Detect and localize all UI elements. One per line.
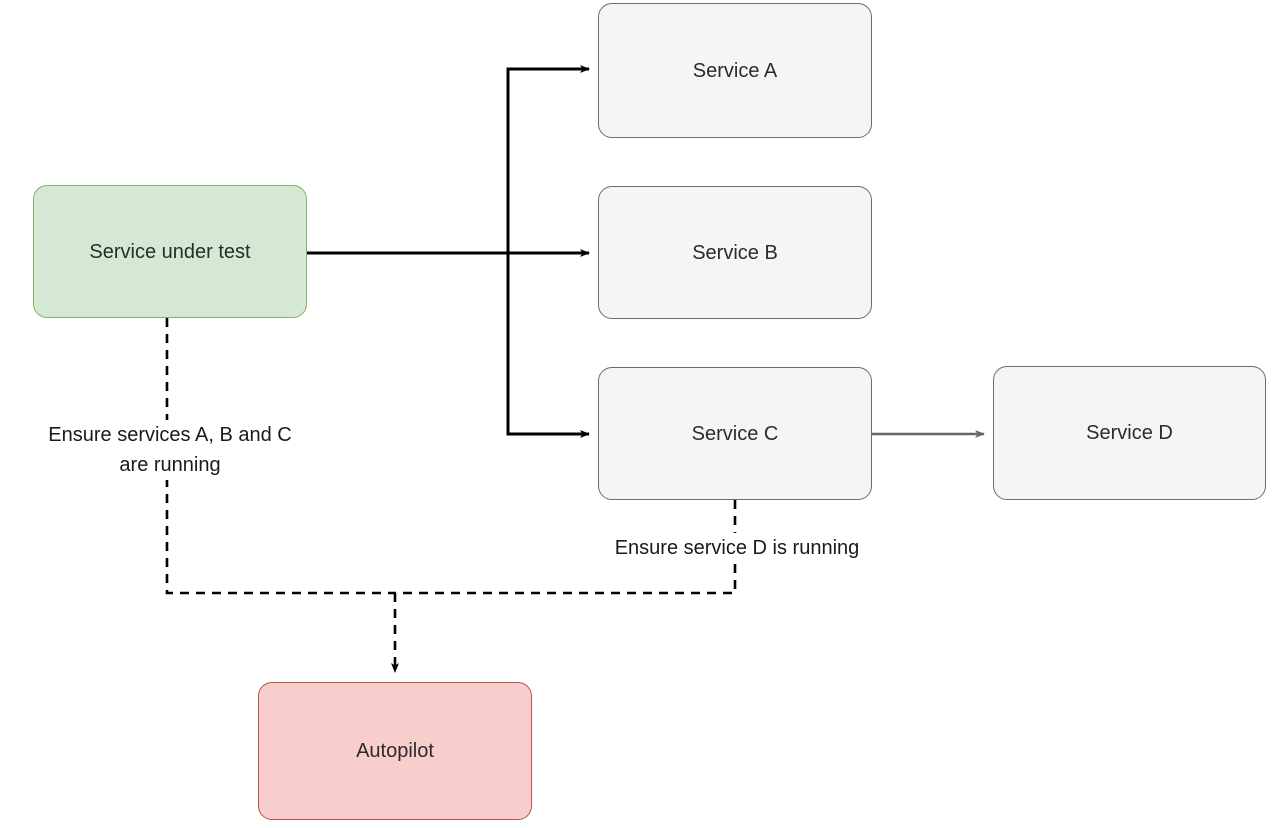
node-label-service-d: Service D (1086, 422, 1173, 444)
node-label-service-under-test: Service under test (89, 240, 251, 263)
edge-label-ensure-services-abc-running: Ensure services A, B and C are running (14, 420, 326, 480)
edge-sut-to-service-a (307, 65, 590, 255)
node-label-service-c: Service C (691, 422, 779, 445)
edge-label-ensure-service-d-running: Ensure service D is running (570, 533, 904, 563)
node-service-c[interactable]: Service C (598, 367, 872, 500)
node-service-b[interactable]: Service B (598, 186, 872, 319)
node-service-a[interactable]: Service A (598, 3, 872, 138)
node-label-autopilot: Autopilot (356, 740, 434, 762)
edge-sut-to-service-c (307, 251, 590, 438)
node-service-under-test[interactable]: Service under test (33, 185, 307, 318)
node-service-d[interactable]: Service D (993, 366, 1266, 500)
edge-sut-to-autopilot (165, 318, 395, 595)
node-autopilot[interactable]: Autopilot (258, 682, 532, 820)
node-label-service-b: Service B (692, 241, 778, 264)
node-label-service-a: Service A (692, 59, 778, 82)
